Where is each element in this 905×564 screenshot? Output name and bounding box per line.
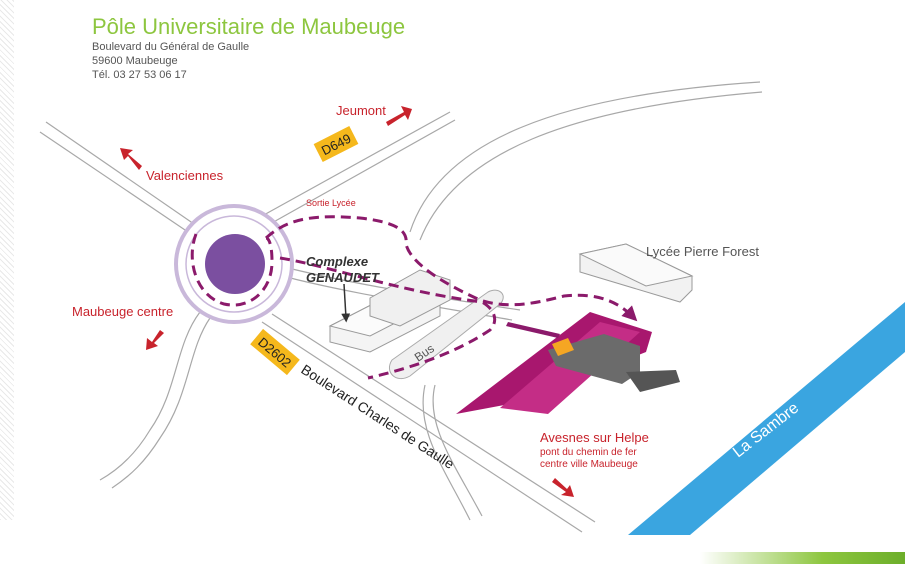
header: Pôle Universitaire de Maubeuge Boulevard… bbox=[92, 14, 405, 82]
badge-d2602: D2602 bbox=[250, 328, 300, 376]
direction-arrows bbox=[120, 106, 574, 497]
route-dashed-roundabout bbox=[190, 233, 274, 307]
route-dashed-inner bbox=[279, 256, 497, 380]
badge-d649: D649 bbox=[313, 126, 359, 162]
footer-green-strip bbox=[700, 552, 905, 564]
label-complexe: Complexe bbox=[306, 254, 368, 269]
arrow-avesnes bbox=[552, 478, 574, 497]
label-centre-ville: centre ville Maubeuge bbox=[540, 459, 638, 470]
building-campus bbox=[456, 312, 680, 414]
roundabout-center bbox=[205, 234, 265, 294]
label-sortie-lycee: Sortie Lycée bbox=[306, 198, 356, 208]
label-avesnes: Avesnes sur Helpe bbox=[540, 430, 649, 445]
page-title: Pôle Universitaire de Maubeuge bbox=[92, 14, 406, 39]
address-street: Boulevard du Général de Gaulle bbox=[92, 41, 250, 53]
label-valenciennes: Valenciennes bbox=[146, 168, 224, 183]
building-lycee-pierre-forest bbox=[578, 243, 694, 303]
label-genaudet: GENAUDET bbox=[306, 270, 380, 285]
route-dashed bbox=[264, 215, 638, 322]
address-city: 59600 Maubeuge bbox=[92, 55, 178, 67]
river-sambre bbox=[628, 302, 905, 535]
left-edge-texture bbox=[0, 0, 14, 520]
arrow-jeumont bbox=[386, 106, 412, 126]
arrow-valenciennes bbox=[120, 148, 142, 170]
label-lycee: Lycée Pierre Forest bbox=[646, 244, 759, 259]
label-maubeuge-centre: Maubeuge centre bbox=[72, 304, 173, 319]
arrow-maubeuge-centre bbox=[146, 330, 164, 350]
label-boulevard: Boulevard Charles de Gaulle bbox=[298, 361, 457, 472]
label-jeumont: Jeumont bbox=[336, 103, 386, 118]
roads bbox=[39, 81, 763, 533]
building-genaudet bbox=[328, 269, 451, 353]
genaudet-pointer bbox=[341, 283, 351, 323]
address-phone: Tél. 03 27 53 06 17 bbox=[92, 69, 187, 81]
label-pont: pont du chemin de fer bbox=[540, 447, 637, 458]
